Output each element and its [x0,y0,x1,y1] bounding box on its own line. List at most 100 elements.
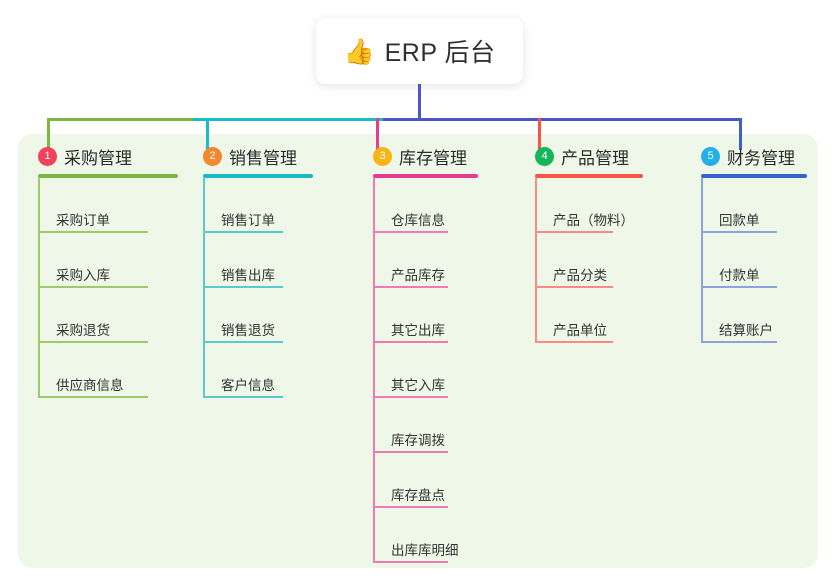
column-item-list: 仓库信息产品库存其它出库其它入库库存调拨库存盘点出库库明细 [373,178,478,563]
list-item-label: 仓库信息 [391,213,445,228]
column-header[interactable]: 1 采购管理 [38,144,178,168]
column-underline [203,174,313,178]
list-item[interactable]: 仓库信息 [373,178,478,233]
list-item-label: 采购订单 [56,213,110,228]
column-header[interactable]: 4 产品管理 [535,144,643,168]
list-item-underline [205,231,283,233]
list-item-label: 采购退货 [56,323,110,338]
list-item-underline [703,286,777,288]
column-title: 采购管理 [64,148,132,168]
list-item[interactable]: 采购退货 [38,288,178,343]
column-header[interactable]: 2 销售管理 [203,144,313,168]
list-item-underline [375,396,448,398]
connector-drop [538,118,541,150]
column-销售管理: 2 销售管理销售订单销售出库销售退货客户信息 [203,144,313,398]
list-item-underline [375,231,448,233]
list-item-label: 采购入库 [56,268,110,283]
column-spine [203,178,205,398]
list-item[interactable]: 其它出库 [373,288,478,343]
list-item-underline [205,396,283,398]
list-item-label: 客户信息 [221,378,275,393]
column-header[interactable]: 5 财务管理 [701,144,807,168]
list-item-label: 出库库明细 [391,543,459,558]
column-title: 财务管理 [727,148,795,168]
list-item-label: 结算账户 [719,323,773,338]
list-item[interactable]: 产品（物料） [535,178,643,233]
column-item-list: 采购订单采购入库采购退货供应商信息 [38,178,178,398]
list-item-underline [40,286,148,288]
list-item-underline [703,341,777,343]
list-item-underline [375,506,448,508]
list-item-underline [40,396,148,398]
list-item-underline [537,231,613,233]
column-spine [535,178,537,343]
list-item-underline [537,286,613,288]
column-采购管理: 1 采购管理采购订单采购入库采购退货供应商信息 [38,144,178,398]
list-item-label: 产品（物料） [553,213,634,228]
list-item[interactable]: 采购订单 [38,178,178,233]
list-item-underline [205,286,283,288]
column-underline [373,174,478,178]
column-underline [701,174,807,178]
connector-trunk [418,84,421,121]
list-item-label: 其它入库 [391,378,445,393]
list-item[interactable]: 产品分类 [535,233,643,288]
column-title: 销售管理 [229,148,297,168]
column-underline [38,174,178,178]
column-number-badge: 1 [38,146,57,166]
column-title: 库存管理 [399,148,467,168]
column-item-list: 回款单付款单结算账户 [701,178,807,343]
column-title: 产品管理 [561,148,629,168]
connector-bus-segment [383,118,741,121]
connector-bus-segment [193,118,383,121]
list-item-label: 销售出库 [221,268,275,283]
list-item[interactable]: 库存调拨 [373,398,478,453]
list-item[interactable]: 回款单 [701,178,807,233]
list-item-label: 库存调拨 [391,433,445,448]
list-item-label: 产品库存 [391,268,445,283]
connector-drop [739,118,742,150]
list-item[interactable]: 产品库存 [373,233,478,288]
connector-drop [47,118,50,150]
column-产品管理: 4 产品管理产品（物料） 产品分类产品单位 [535,144,643,343]
list-item-label: 销售退货 [221,323,275,338]
list-item[interactable]: 销售退货 [203,288,313,343]
column-spine [38,178,40,398]
thumbs-up-icon: 👍 [343,36,375,66]
list-item[interactable]: 采购入库 [38,233,178,288]
column-number-badge: 2 [203,146,222,166]
diagram-background-panel [18,134,818,568]
connector-drop [206,118,209,150]
list-item-underline [375,451,448,453]
list-item[interactable]: 客户信息 [203,343,313,398]
list-item-underline [205,341,283,343]
column-number-badge: 4 [535,146,554,166]
connector-drop [376,118,379,150]
list-item-underline [40,341,148,343]
list-item[interactable]: 结算账户 [701,288,807,343]
connector-bus-segment [47,118,193,121]
list-item[interactable]: 产品单位 [535,288,643,343]
root-node-title: ERP 后台 [384,39,496,67]
list-item-label: 付款单 [719,268,760,283]
list-item[interactable]: 付款单 [701,233,807,288]
list-item[interactable]: 出库库明细 [373,508,478,563]
list-item[interactable]: 库存盘点 [373,453,478,508]
list-item-label: 回款单 [719,213,760,228]
list-item[interactable]: 销售出库 [203,233,313,288]
list-item-underline [375,561,448,563]
list-item-label: 产品单位 [553,323,607,338]
list-item-underline [375,341,448,343]
root-node-erp-backend[interactable]: 👍 ERP 后台 [316,18,523,84]
list-item-label: 供应商信息 [56,378,124,393]
list-item[interactable]: 其它入库 [373,343,478,398]
column-number-badge: 5 [701,146,720,166]
list-item-underline [375,286,448,288]
column-item-list: 销售订单销售出库销售退货客户信息 [203,178,313,398]
list-item[interactable]: 供应商信息 [38,343,178,398]
list-item[interactable]: 销售订单 [203,178,313,233]
column-spine [701,178,703,343]
